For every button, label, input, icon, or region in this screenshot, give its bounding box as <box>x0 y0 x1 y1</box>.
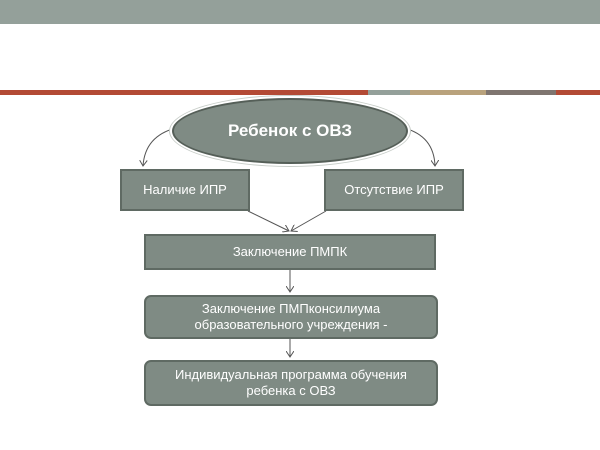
root-node: Ребенок с ОВЗ <box>172 98 408 164</box>
pmpk-conclusion-box: Заключение ПМПК <box>144 234 436 270</box>
pmpk-council-line-2: образовательного учреждения - <box>194 317 388 332</box>
ipr-absent-label: Отсутствие ИПР <box>344 182 444 197</box>
pmpk-conclusion-label: Заключение ПМПК <box>232 244 348 259</box>
connector-left-to-pmpk <box>247 210 289 231</box>
top-band <box>0 0 600 24</box>
ipr-present-label: Наличие ИПР <box>143 182 227 197</box>
connector-root-to-left <box>143 127 177 166</box>
individual-program-line-1: Индивидуальная программа обучения <box>175 367 407 382</box>
root-node-label: Ребенок с ОВЗ <box>227 121 353 140</box>
accent-segment <box>0 90 368 95</box>
individual-program-line-2: ребенка с ОВЗ <box>246 383 336 398</box>
accent-segment <box>556 90 600 95</box>
accent-segment <box>410 90 486 95</box>
ipr-absent-box: Отсутствие ИПР <box>324 169 464 211</box>
pmpk-council-line-1: Заключение ПМПконсилиума <box>201 301 381 316</box>
accent-bar <box>0 90 600 95</box>
pmpk-council-box: Заключение ПМПконсилиума образовательног… <box>144 295 438 339</box>
connector-right-to-pmpk <box>291 210 327 231</box>
ipr-present-box: Наличие ИПР <box>120 169 250 211</box>
connector-root-to-right <box>403 127 435 166</box>
accent-segment <box>486 90 556 95</box>
individual-program-box: Индивидуальная программа обучения ребенк… <box>144 360 438 406</box>
accent-segment <box>368 90 410 95</box>
